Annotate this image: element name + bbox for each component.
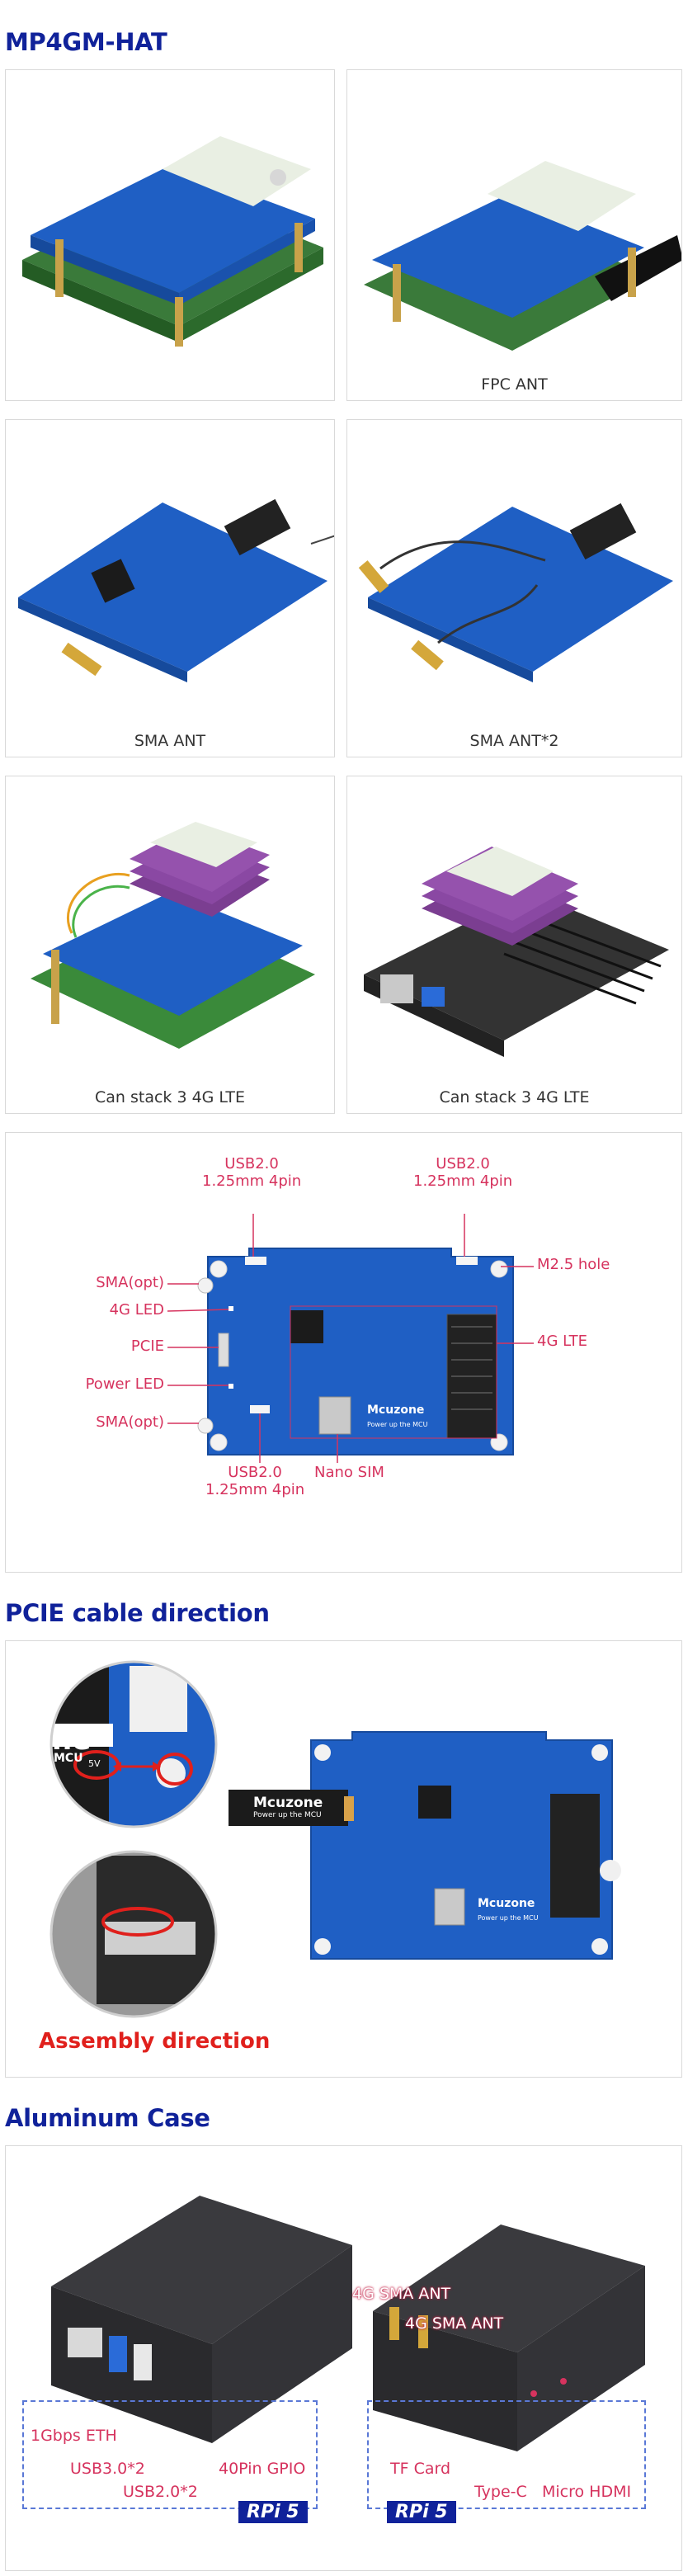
- label-power-led: Power LED: [85, 1375, 164, 1393]
- gallery-caption: Can stack 3 4G LTE: [94, 1088, 246, 1106]
- label-4g-led: 4G LED: [109, 1301, 164, 1319]
- label-micro-hdmi: Micro HDMI: [542, 2483, 632, 2501]
- gallery-frame-3[interactable]: SMA ANT: [5, 419, 335, 757]
- section-title-pcie: PCIE cable direction: [5, 1599, 270, 1627]
- pcie-cable-illustration: Mcuzone Power up the MCU: [49, 1660, 621, 2018]
- zoom-text-fragment: ne: [52, 1724, 92, 1757]
- label-gpio: 40Pin GPIO: [219, 2460, 306, 2478]
- rpi-badge-left: RPi 5: [238, 2501, 308, 2523]
- label-usb3: USB3.0*2: [70, 2460, 145, 2478]
- label-usb-top-left: USB2.0 1.25mm 4pin: [202, 1155, 302, 1190]
- rpi-outline-right: [367, 2400, 646, 2509]
- label-usb-top-right: USB2.0 1.25mm 4pin: [413, 1155, 513, 1190]
- gallery-caption: Can stack 3 4G LTE: [439, 1088, 590, 1106]
- board-photo-stack-rpi: [31, 822, 315, 1049]
- board-photo-sma-antenna: [18, 498, 334, 682]
- board-photo-stack-heatsink: [364, 847, 669, 1057]
- svg-text:Mcuzone: Mcuzone: [478, 1897, 535, 1910]
- zoom-mcu-text: MCU: [54, 1752, 83, 1765]
- cable-brand: Mcuzone: [253, 1795, 323, 1811]
- rpi-badge-right: RPi 5: [387, 2501, 456, 2523]
- section-title-case: Aluminum Case: [5, 2104, 210, 2132]
- case-illustration: [51, 2196, 645, 2451]
- label-pcie: PCIE: [130, 1338, 164, 1355]
- board-photo-dual-sma: [358, 502, 673, 682]
- section-title-product: MP4GM-HAT: [5, 28, 167, 56]
- label-m25-hole: M2.5 hole: [537, 1256, 610, 1273]
- gallery-frame-4[interactable]: SMA ANT*2: [346, 419, 682, 757]
- label-eth: 1Gbps ETH: [31, 2427, 117, 2445]
- board-photo-stacked-top: [22, 136, 323, 347]
- label-sma-opt-bottom: SMA(opt): [96, 1413, 164, 1431]
- gallery-caption: FPC ANT: [481, 375, 548, 394]
- svg-text:Power up the MCU: Power up the MCU: [478, 1914, 539, 1922]
- gallery-frame-6[interactable]: Can stack 3 4G LTE: [346, 776, 682, 1114]
- assembly-direction-label: Assembly direction: [39, 2029, 271, 2054]
- label-usb-top-right-line: USB2.0 1.25mm 4pin: [413, 1155, 513, 1190]
- svg-text:Power up the MCU: Power up the MCU: [367, 1421, 428, 1428]
- label-sma-ant-1: 4G SMA ANT: [352, 2285, 451, 2303]
- label-sma-ant-2: 4G SMA ANT: [405, 2314, 504, 2333]
- gallery-caption: SMA ANT: [134, 732, 206, 750]
- board-diagram: Mcuzone Power up the MCU: [167, 1214, 534, 1463]
- svg-text:Mcuzone: Mcuzone: [367, 1404, 424, 1417]
- label-nano-sim: Nano SIM: [314, 1464, 384, 1481]
- label-tf-card: TF Card: [390, 2460, 451, 2478]
- label-sma-opt-top: SMA(opt): [96, 1274, 164, 1291]
- cable-slogan: Power up the MCU: [253, 1811, 322, 1819]
- zoom-5v-text: 5V: [88, 1758, 101, 1769]
- label-usb-bottom: USB2.0 1.25mm 4pin: [205, 1464, 305, 1498]
- label-usb2: USB2.0*2: [123, 2483, 198, 2501]
- label-type-c: Type-C: [474, 2483, 527, 2501]
- board-diagram-frame: Mcuzone Power up the MCU USB2.0 1.25mm 4…: [5, 1132, 682, 1573]
- pcie-cable-frame: Mcuzone Power up the MCU ne MCU 5V Mcuzo…: [5, 1640, 682, 2078]
- rpi-outline-left: [22, 2400, 318, 2509]
- board-photo-fpc-antenna: [364, 161, 681, 351]
- gallery-caption: SMA ANT*2: [469, 732, 559, 750]
- gallery-frame-1[interactable]: [5, 69, 335, 401]
- label-4g-lte: 4G LTE: [537, 1333, 588, 1350]
- label-usb-top-left-line: USB2.0 1.25mm 4pin: [202, 1155, 302, 1190]
- gallery-frame-2[interactable]: FPC ANT: [346, 69, 682, 401]
- label-usb-bottom-line: USB2.0 1.25mm 4pin: [205, 1464, 305, 1498]
- gallery-frame-5[interactable]: Can stack 3 4G LTE: [5, 776, 335, 1114]
- case-frame: 1Gbps ETH USB3.0*2 USB2.0*2 40Pin GPIO 4…: [5, 2145, 682, 2571]
